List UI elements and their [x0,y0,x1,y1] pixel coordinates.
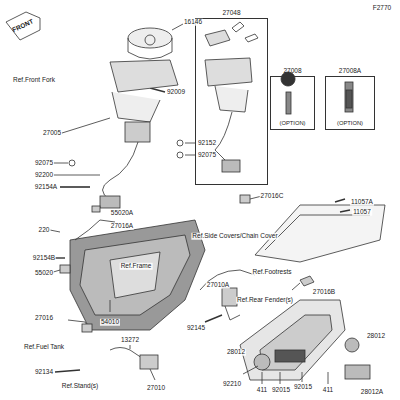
callout-number: 411 [256,387,268,394]
part-number: 27008 [283,68,301,75]
reference-note: Ref.Side Covers/Chain Cover [191,233,278,240]
callout-number: 27016C [260,193,285,200]
callout-number: 92154B [32,255,56,262]
callout-number: 27005 [42,130,62,137]
callout-number: 92134 [34,369,54,376]
callout-number: 13272 [120,337,140,344]
callout-number: 27016B [312,289,336,296]
callout-number: 27010 [146,385,166,392]
part-set-box: 27048 [195,18,268,185]
callout-number: 92009 [166,89,186,96]
reference-note: Ref.Front Fork [12,77,56,84]
callout-number: 411 [322,387,334,394]
part-number: 27008A [339,68,361,75]
callout-number: 92015 [271,387,291,394]
part-set-box: 27008A(OPTION) [325,76,375,130]
callout-number: 11057 [352,209,372,216]
callout-number: 16146 [183,19,203,26]
callout-number: 92210 [222,381,242,388]
callout-number: 55020 [34,270,54,277]
option-note: (OPTION) [337,121,363,127]
callout-number: 220 [38,227,51,234]
callout-number: 92075 [34,160,54,167]
figure-code: F2770 [372,5,392,12]
callout-number: 54010 [100,319,120,326]
reference-note: Ref.Frame [120,263,153,270]
callout-number: 27010A [206,282,230,289]
callout-number: 27016A [110,223,134,230]
callout-number: 27016 [34,315,54,322]
reference-note: Ref.Fuel Tank [23,344,65,351]
option-note: (OPTION) [279,121,305,127]
callout-number: 92154A [34,184,58,191]
callout-number: 28012A [360,389,384,396]
part-set-box: 27008(OPTION) [270,76,315,130]
callout-number: 92015 [293,384,313,391]
callout-number: 92145 [186,325,206,332]
callout-number: 92075 [197,152,217,159]
part-number: 27048 [222,10,240,17]
callout-number: 11057A [350,199,374,206]
reference-note: Ref.Rear Fender(s) [236,297,294,304]
callout-number: 92200 [34,172,54,179]
reference-note: Ref.Stand(s) [61,383,100,390]
callout-number: 28012 [226,349,246,356]
callout-number: 55020A [110,210,134,217]
reference-note: Ref.Footrests [251,269,292,276]
callout-number: 28012 [366,333,386,340]
callout-number: 92152 [197,140,217,147]
